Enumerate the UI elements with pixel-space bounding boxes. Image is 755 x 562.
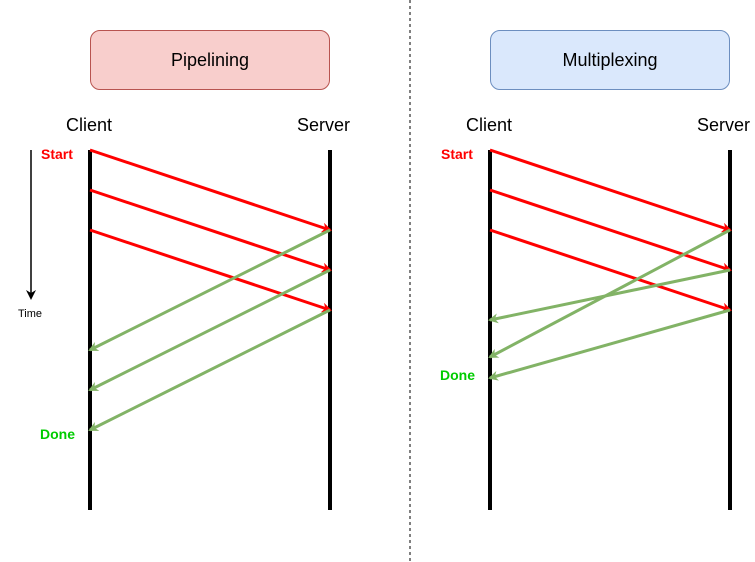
response-arrow-3-right [488,308,731,381]
request-arrow-2-left [89,188,332,273]
start-label-left: Start [41,146,73,162]
response-arrow-3-left [88,308,331,432]
response-arrow-1-left [88,228,331,352]
multiplexing-title: Multiplexing [562,49,658,70]
response-arrow-2-left [88,268,331,392]
pipelining-title: Pipelining [170,49,250,70]
request-arrow-1-right [489,148,732,233]
pipelining-title-box: Pipelining [90,30,330,90]
request-arrow-3-right [489,228,732,313]
response-arrow-2-right [488,268,731,324]
client-label-right: Client [466,115,513,135]
request-arrow-1-left [89,148,332,233]
multiplexing-title-box: Multiplexing [490,30,730,90]
server-label-left: Server [297,115,351,135]
client-label-left: Client [66,115,113,135]
start-label-right: Start [441,146,473,162]
time-label: Time [18,308,43,320]
done-label-right: Done [440,367,475,383]
done-label-left: Done [40,426,75,442]
request-arrow-3-left [89,228,332,313]
request-arrow-2-right [489,188,732,273]
server-label-right: Server [697,115,751,135]
